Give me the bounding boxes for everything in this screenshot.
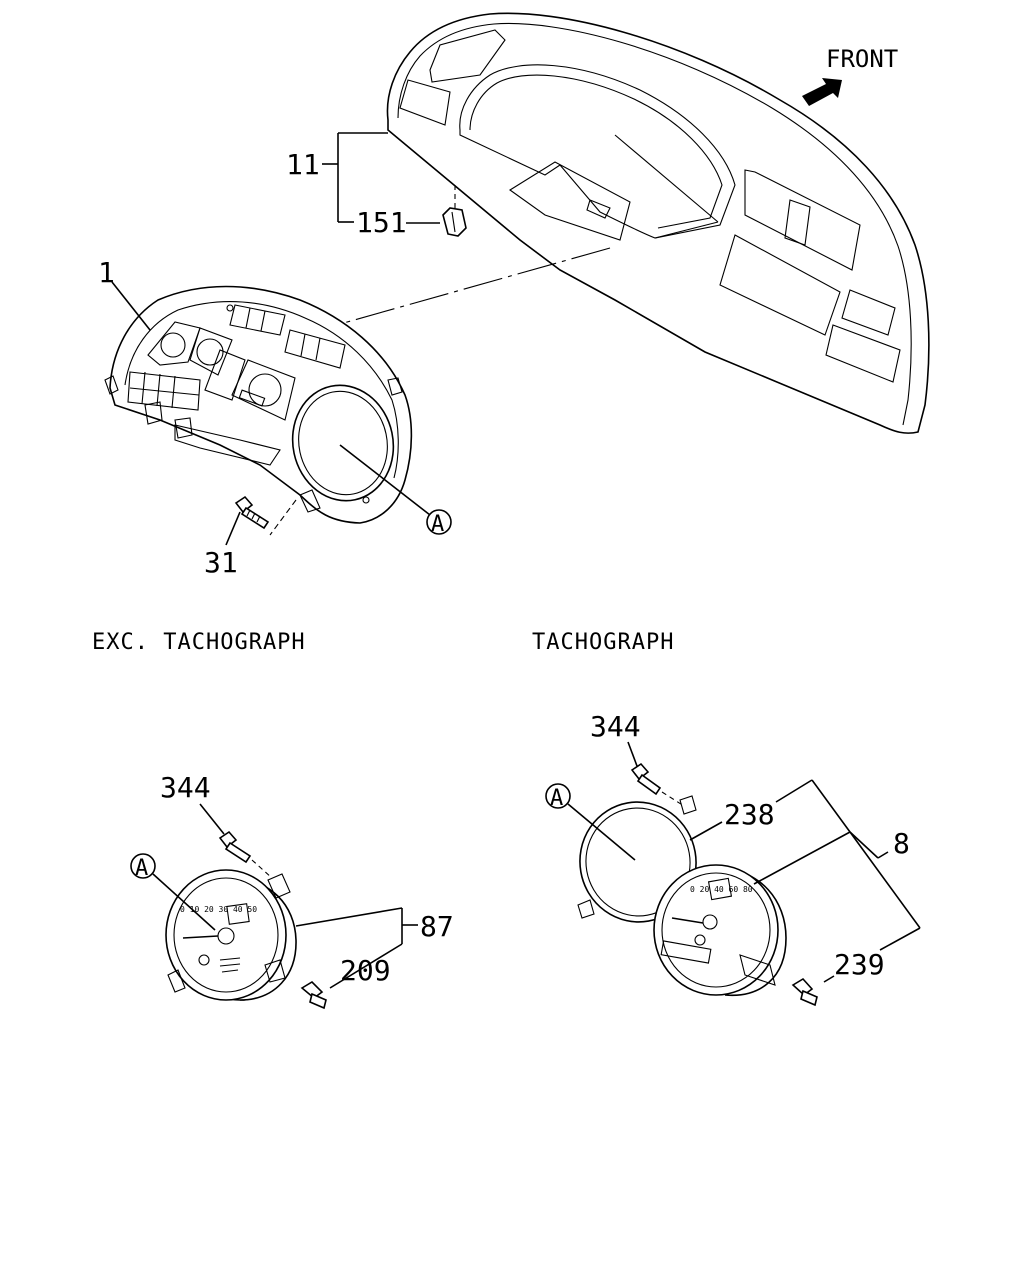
caption-exc-tachograph: EXC. TACHOGRAPH: [92, 630, 306, 655]
part-number-209: 209: [340, 954, 391, 987]
clip-151: [442, 185, 467, 237]
reference-a-circle-left: [130, 853, 156, 879]
part-number-8: 8: [893, 827, 910, 860]
screw-31: [234, 495, 297, 536]
caption-tachograph: TACHOGRAPH: [532, 630, 674, 655]
callout-11-bracket: [322, 132, 388, 223]
reference-a-circle-top: [426, 509, 452, 535]
svg-text:0 20 40 60 80: 0 20 40 60 80: [690, 885, 753, 894]
part-number-1: 1: [98, 256, 115, 289]
part-number-151: 151: [356, 206, 407, 239]
bulb-209: [300, 980, 327, 1010]
part-number-31: 31: [204, 546, 238, 579]
part-number-238: 238: [724, 798, 775, 831]
part-number-87: 87: [420, 910, 454, 943]
front-arrow-icon: [802, 78, 842, 106]
part-number-239: 239: [834, 948, 885, 981]
svg-text:0 10 20 30 40 50: 0 10 20 30 40 50: [180, 905, 257, 914]
bulb-239: [791, 977, 818, 1007]
dashboard-panel: [386, 12, 930, 434]
callout-87-bracket: [295, 907, 418, 989]
reference-a-circle-right: [545, 783, 571, 809]
reference-a-right: A: [550, 786, 563, 811]
speedometer-87: 0 10 20 30 40 50: [165, 869, 297, 1001]
tachograph-gauge: 0 20 40 60 80: [653, 864, 787, 997]
part-number-344-right: 344: [590, 710, 641, 743]
front-label: FRONT: [826, 45, 898, 73]
part-number-11: 11: [286, 148, 320, 181]
reference-a-left: A: [135, 856, 148, 881]
instrument-cluster: [104, 285, 413, 524]
screw-344-left: [218, 830, 273, 879]
reference-a-top: A: [431, 512, 444, 537]
part-number-344-left: 344: [160, 771, 211, 804]
callout-8-bracket: [689, 779, 921, 983]
screw-344-right: [630, 762, 685, 807]
